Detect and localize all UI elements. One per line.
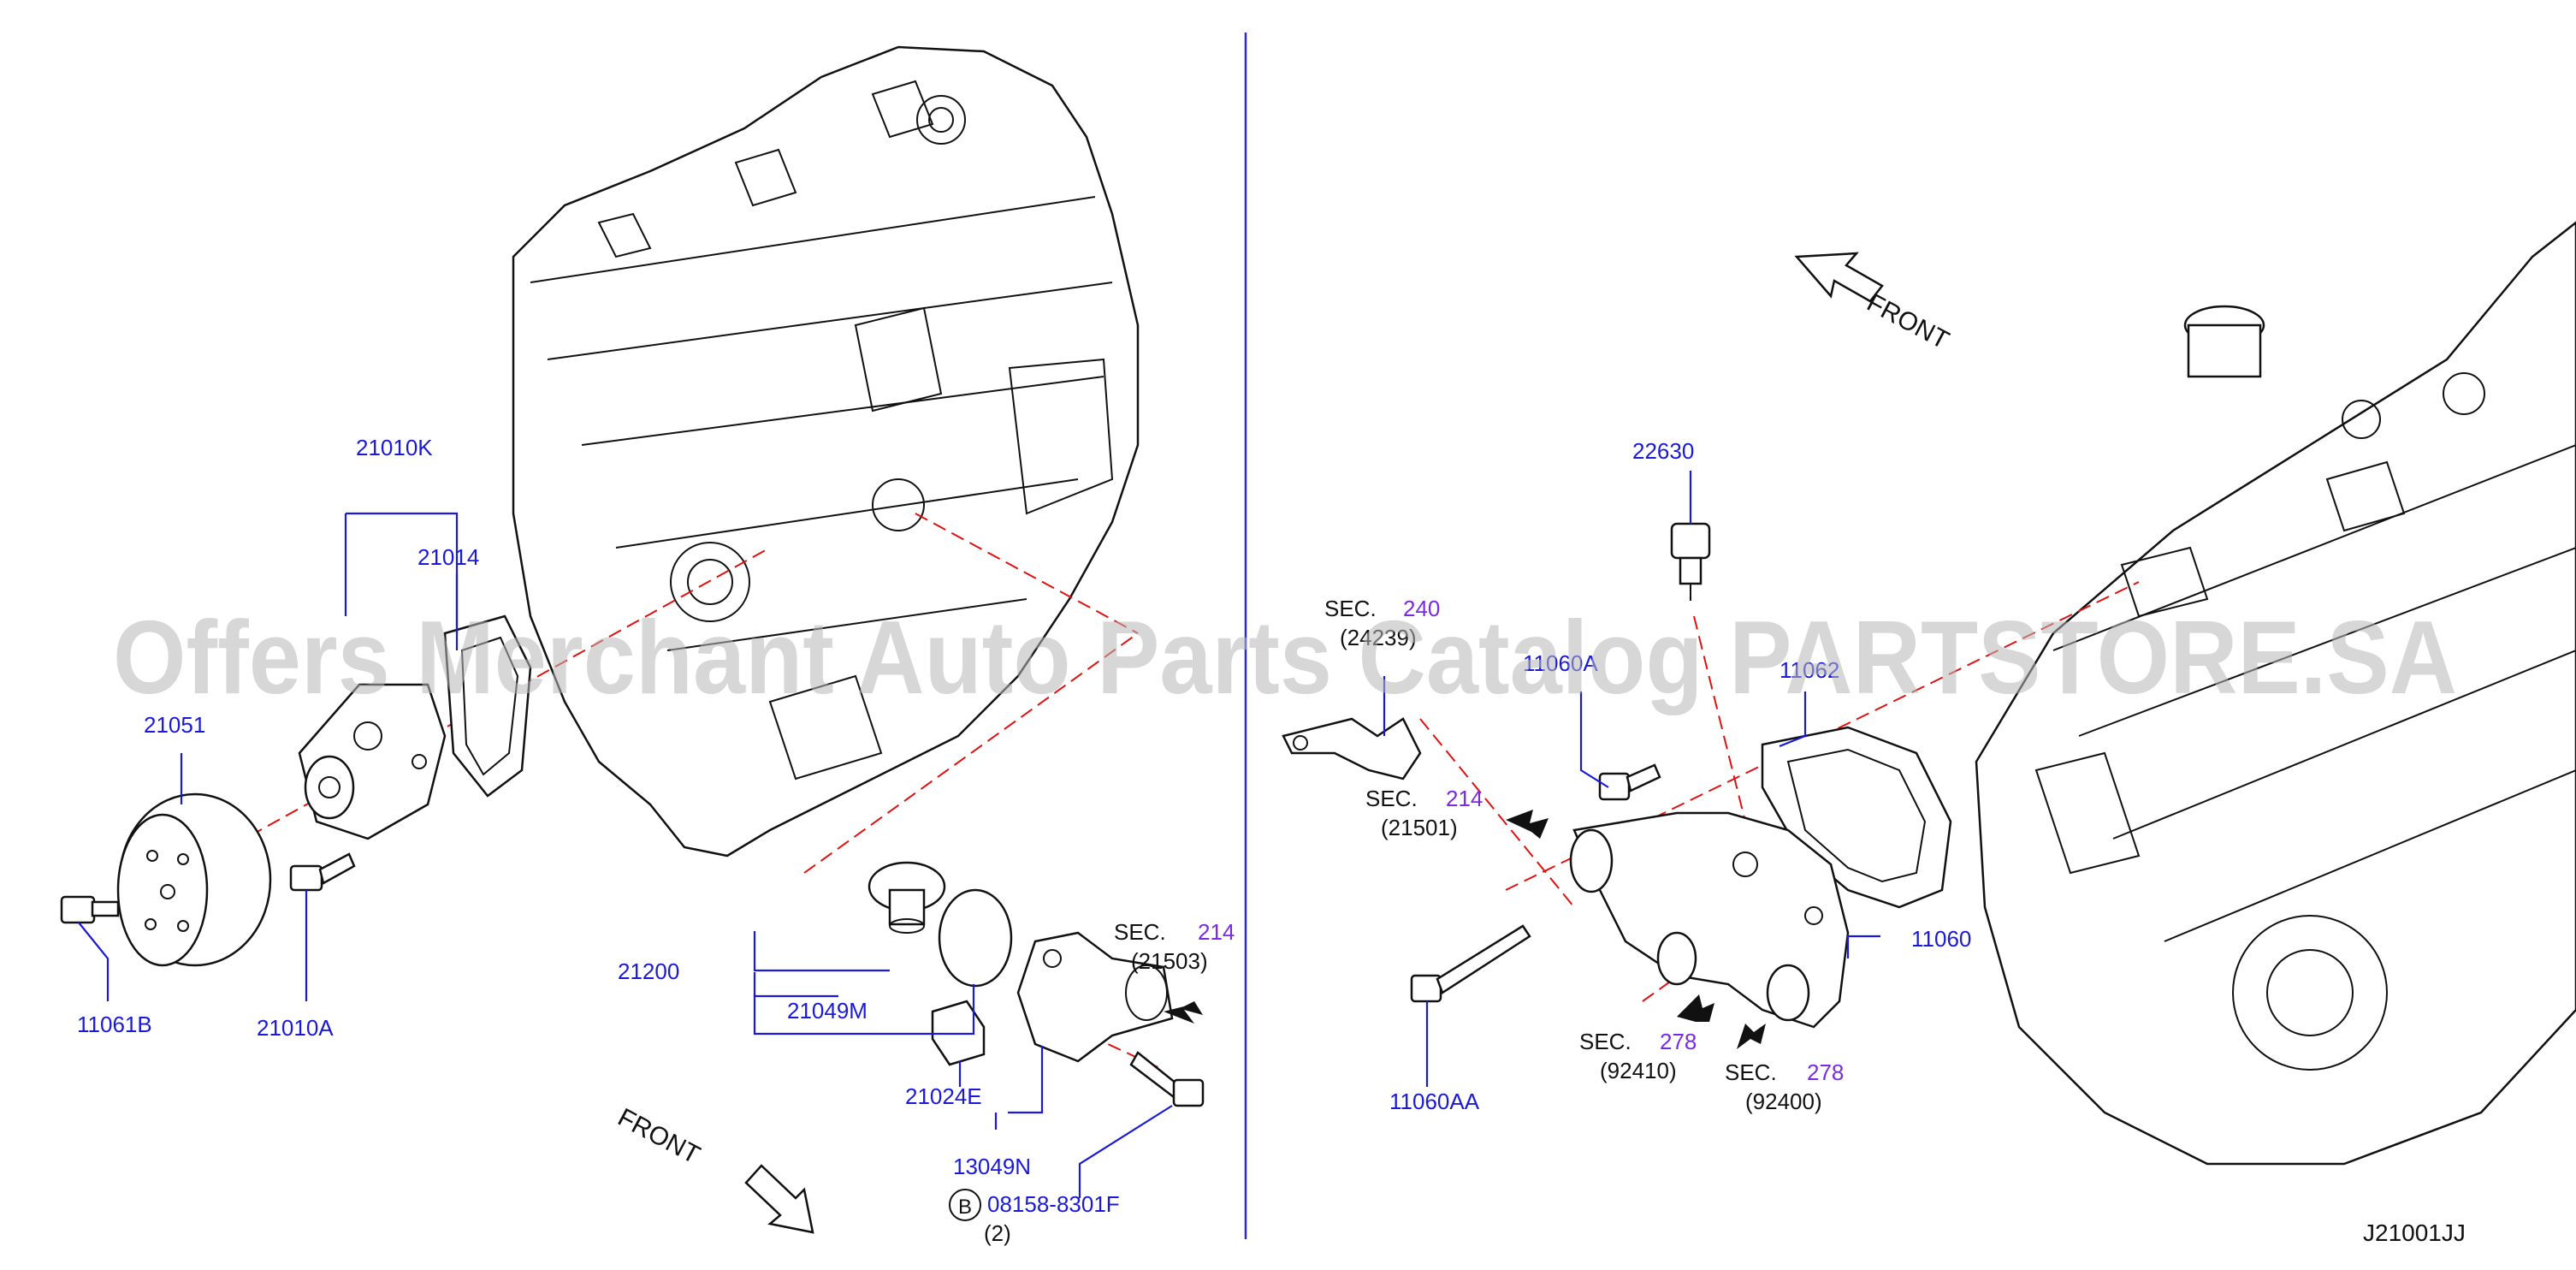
- sec-prefix: SEC.: [1725, 1059, 1777, 1085]
- bolt-21010A-drawing: [289, 852, 356, 892]
- bolt-08158-8301F-drawing: [1129, 1051, 1205, 1107]
- part-label-21010K[interactable]: 21010K: [356, 435, 433, 460]
- part-label-22630[interactable]: 22630: [1632, 438, 1694, 464]
- bolt-11060A-drawing: [1598, 763, 1661, 801]
- thermostat-21200-drawing: [868, 861, 946, 934]
- part-label-21051[interactable]: 21051: [144, 712, 205, 738]
- marker-b-icon: [949, 1189, 981, 1221]
- sec-number: 278: [1660, 1029, 1697, 1054]
- sec-number: 278: [1807, 1059, 1844, 1085]
- section-ref-278-92400[interactable]: SEC. 278 (92400): [1725, 1059, 1844, 1114]
- bolt-11061B-drawing: [60, 895, 120, 924]
- water-outlet-13049N-drawing: [1016, 931, 1174, 1063]
- part-label-11060A[interactable]: 11060A: [1523, 650, 1598, 676]
- part-label-11062[interactable]: 11062: [1780, 657, 1839, 683]
- watermark-text: Offers Merchant Auto Parts Catalog PARTS…: [113, 599, 2457, 715]
- sec-prefix: SEC.: [1324, 596, 1377, 621]
- leader-lines-right: [1383, 471, 1880, 1087]
- part-label-21010A[interactable]: 21010A: [257, 1015, 334, 1041]
- water-pump-21010K-drawing: [298, 683, 447, 840]
- section-ref-240[interactable]: SEC. 240 (24239): [1324, 596, 1440, 650]
- sec-ref: (92410): [1600, 1058, 1677, 1083]
- bolt-11060AA-drawing: [1410, 924, 1531, 1003]
- sec-number: 214: [1446, 786, 1483, 811]
- direction-arrow-left: [1164, 1001, 1203, 1024]
- direction-arrows-right: [1506, 810, 1766, 1049]
- leader-lines-left: [78, 512, 1173, 1198]
- sec-prefix: SEC.: [1579, 1029, 1631, 1054]
- front-arrow-left-icon: [744, 1164, 814, 1234]
- gasket-21014-drawing: [443, 614, 532, 798]
- sec-number: 214: [1198, 919, 1235, 945]
- part-qty-08158-8301F: (2): [984, 1220, 1011, 1246]
- engine-block-right-drawing: [1975, 221, 2576, 1166]
- part-label-21014[interactable]: 21014: [417, 544, 479, 570]
- bracket-24239-drawing: [1282, 717, 1422, 780]
- part-label-21049M[interactable]: 21049M: [787, 998, 868, 1024]
- part-label-21024E[interactable]: 21024E: [905, 1083, 982, 1109]
- sec-ref: (21501): [1381, 815, 1458, 840]
- part-label-11061B[interactable]: 11061B: [77, 1012, 152, 1037]
- part-label-11060[interactable]: 11060: [1911, 926, 1971, 952]
- sec-prefix: SEC.: [1365, 786, 1418, 811]
- front-arrow-right-icon: [1794, 252, 1884, 303]
- sec-ref: (24239): [1340, 625, 1417, 650]
- part-label-13049N[interactable]: 13049N: [953, 1154, 1031, 1179]
- section-ref-214-left[interactable]: SEC. 214 (21503): [1114, 919, 1235, 974]
- part-label-21200[interactable]: 21200: [618, 958, 679, 984]
- front-label-right: FRONT: [1862, 288, 1954, 355]
- section-ref-214-right[interactable]: SEC. 214 (21501): [1365, 786, 1483, 840]
- gasket-11062-drawing: [1761, 726, 1952, 909]
- sec-prefix: SEC.: [1114, 919, 1166, 945]
- sec-ref: (92400): [1745, 1089, 1822, 1114]
- sensor-22630-drawing: [1670, 522, 1711, 601]
- part-number-08158-8301F: 08158-8301F: [987, 1191, 1120, 1217]
- water-inlet-11060-drawing: [1569, 811, 1850, 1029]
- sec-ref: (21503): [1131, 948, 1208, 974]
- part-label-08158-8301F[interactable]: B 08158-8301F (2): [949, 1189, 1120, 1246]
- sec-number: 240: [1403, 596, 1440, 621]
- section-ref-278-92410[interactable]: SEC. 278 (92410): [1579, 1029, 1697, 1083]
- gasket-21049M-drawing: [938, 888, 1013, 988]
- engine-block-left-drawing: [512, 45, 1140, 858]
- part-label-11060AA[interactable]: 11060AA: [1389, 1089, 1480, 1114]
- front-label-left: FRONT: [613, 1103, 705, 1170]
- marker-b-letter: B: [958, 1196, 972, 1219]
- pulley-21051-drawing: [116, 792, 272, 967]
- diagram-code: J21001JJ: [2363, 1220, 2466, 1246]
